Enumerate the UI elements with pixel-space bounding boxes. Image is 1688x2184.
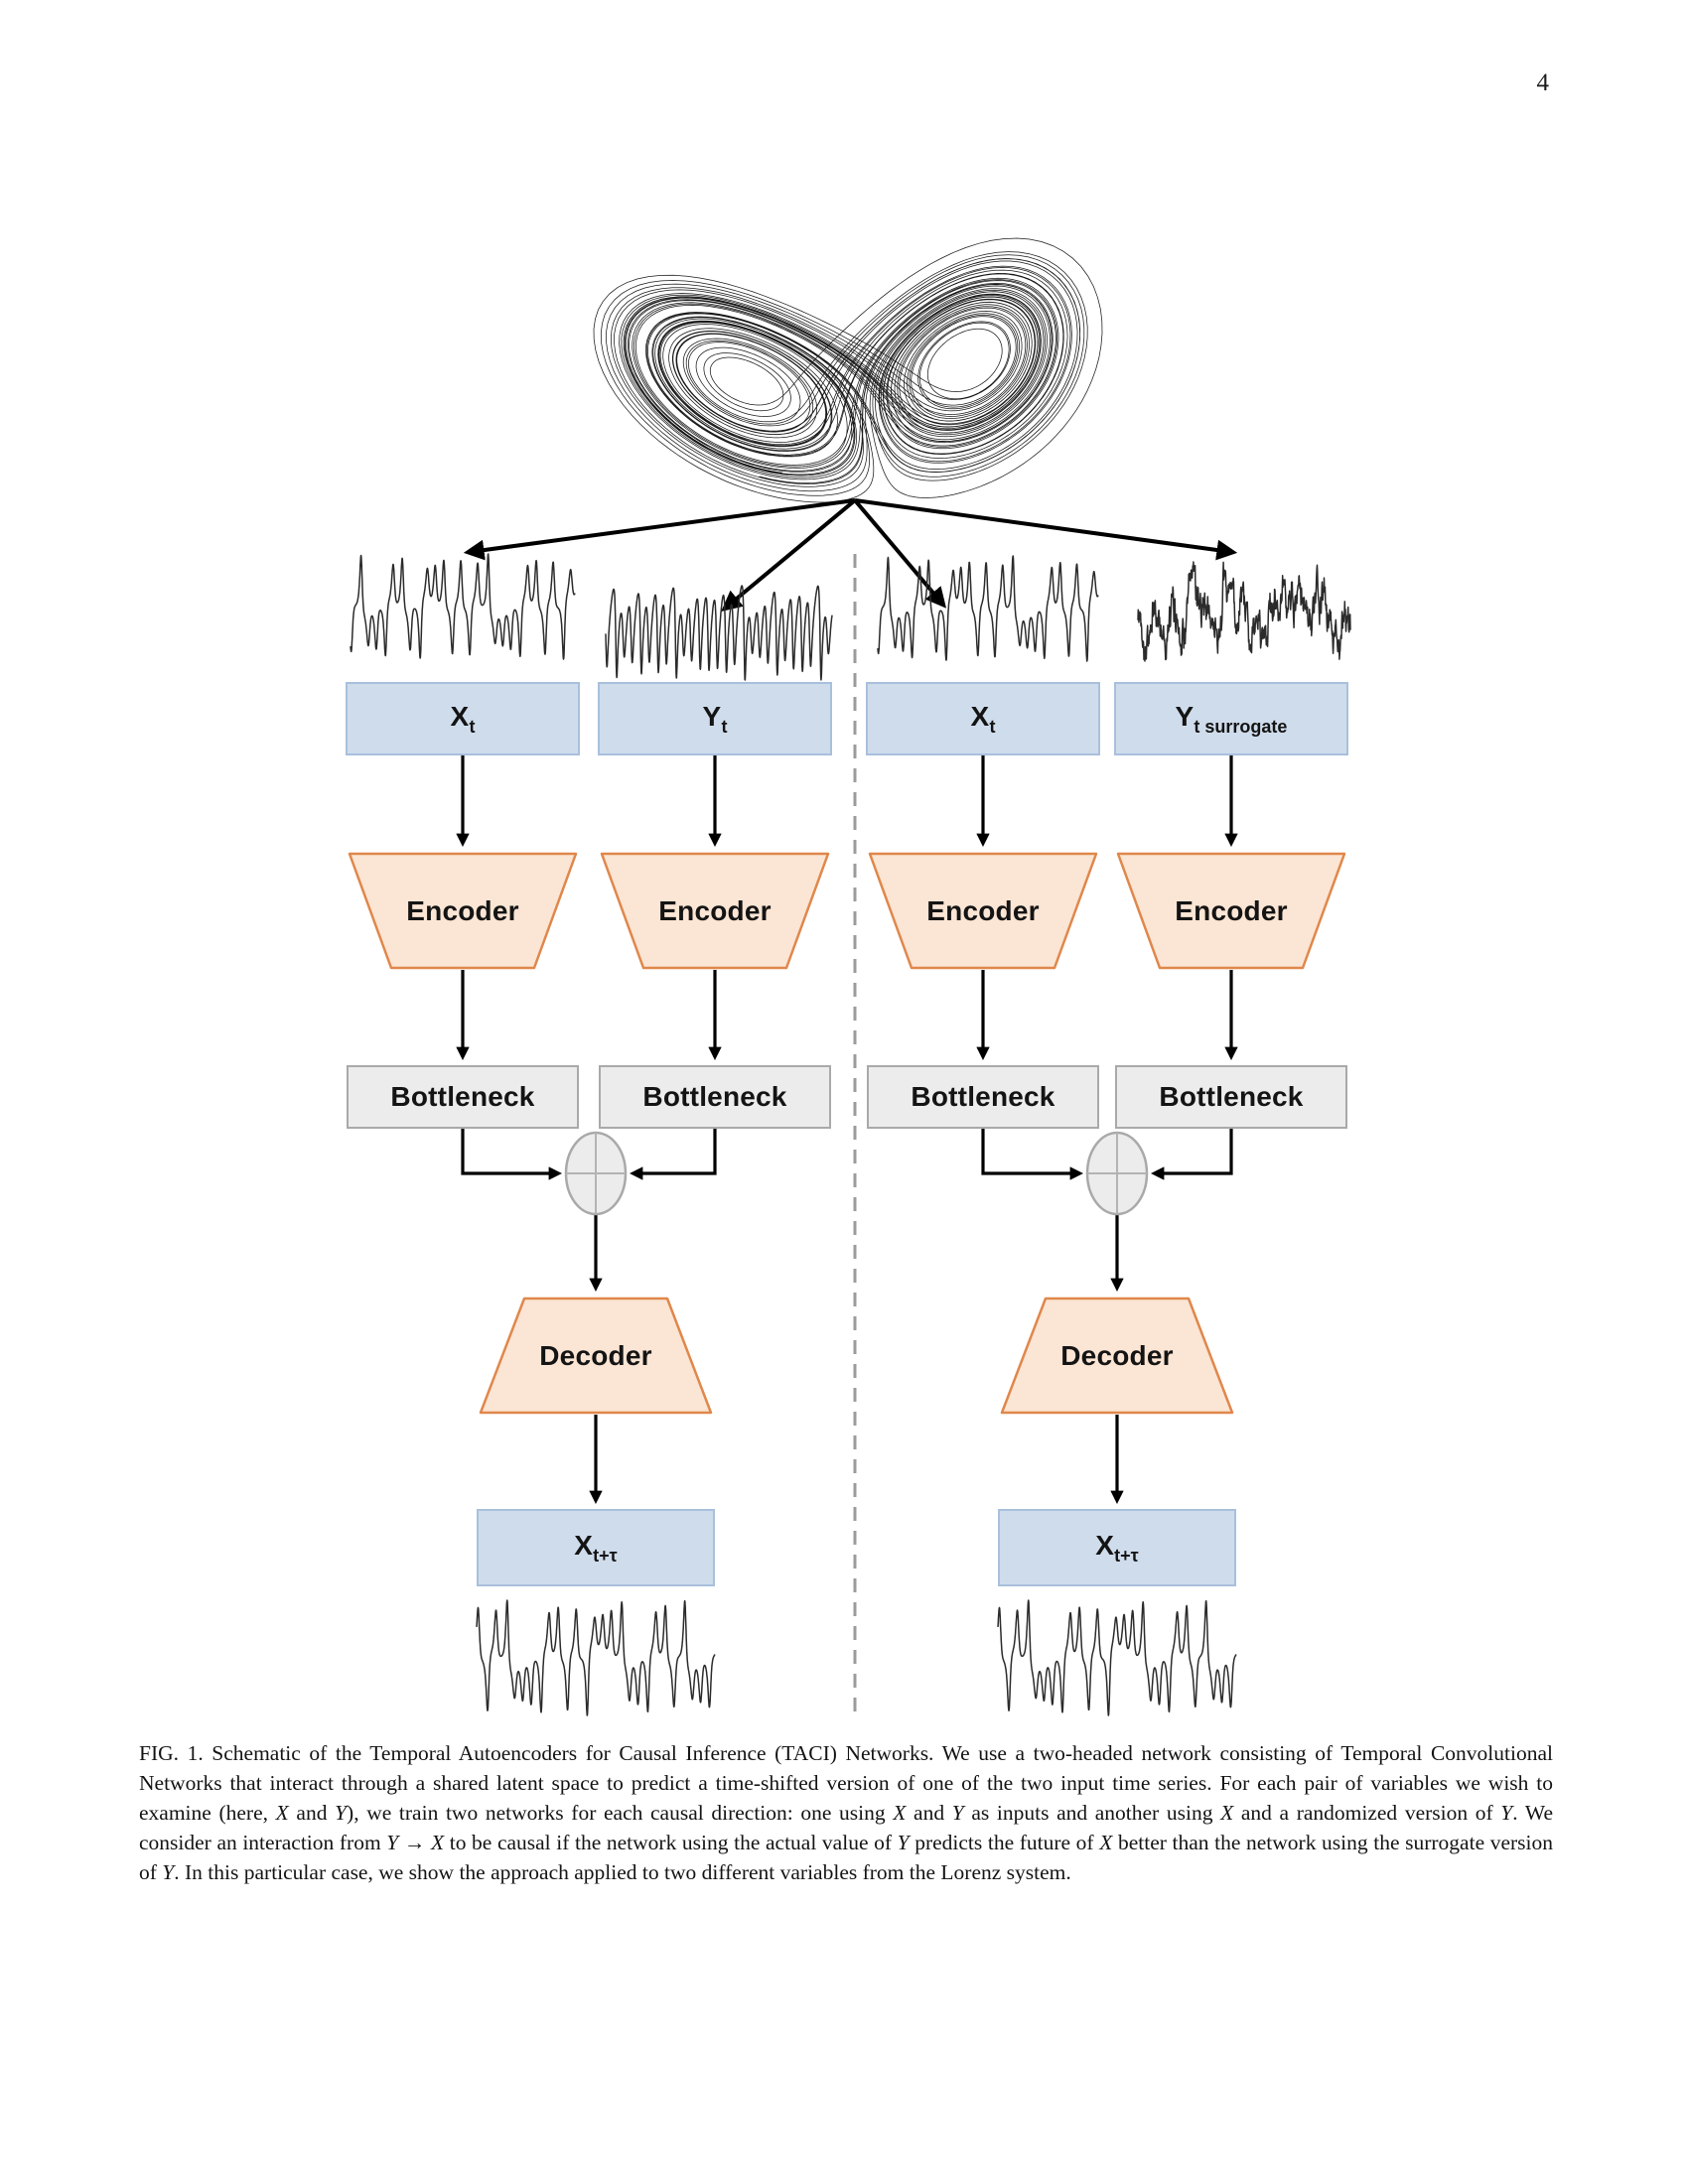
decoder-block: Decoder — [479, 1297, 713, 1415]
bottleneck-label: Bottleneck — [390, 1081, 535, 1112]
encoder-block: Encoder — [1116, 852, 1346, 970]
input-label: Yt — [702, 700, 728, 737]
input-trace-y-surrogate — [1137, 561, 1351, 662]
bottleneck-label: Bottleneck — [642, 1081, 787, 1112]
output-trace-x — [997, 1599, 1237, 1716]
encoder-block: Encoder — [868, 852, 1098, 970]
bottleneck-block: Bottleneck — [347, 1065, 579, 1129]
encoder-label: Encoder — [658, 894, 772, 926]
input-trace-x — [877, 555, 1099, 662]
input-trace-x — [350, 553, 576, 660]
bottleneck-block: Bottleneck — [867, 1065, 1099, 1129]
decoder-label: Decoder — [1060, 1339, 1174, 1371]
input-box-x-t: Xt — [346, 682, 580, 755]
input-box-y-t-surrogate: Yt surrogate — [1114, 682, 1348, 755]
output-box-x-t-tau: Xt+τ — [477, 1509, 715, 1586]
bottleneck-label: Bottleneck — [1159, 1081, 1304, 1112]
output-trace-x — [476, 1599, 716, 1716]
output-label: Xt+τ — [574, 1529, 618, 1566]
encoder-label: Encoder — [1175, 894, 1288, 926]
input-label: Xt — [970, 700, 996, 737]
circle-plus-merge-icon — [1085, 1131, 1149, 1216]
connector-arrows — [456, 755, 1238, 1505]
decoder-label: Decoder — [539, 1339, 652, 1371]
encoder-block: Encoder — [348, 852, 578, 970]
lorenz-attractor-plot — [593, 237, 1103, 503]
decoder-block: Decoder — [1000, 1297, 1234, 1415]
bottleneck-block: Bottleneck — [599, 1065, 831, 1129]
input-box-x-t: Xt — [866, 682, 1100, 755]
bottleneck-block: Bottleneck — [1115, 1065, 1347, 1129]
circle-plus-merge-icon — [564, 1131, 628, 1216]
output-box-x-t-tau: Xt+τ — [998, 1509, 1236, 1586]
page-number: 4 — [1536, 69, 1550, 96]
encoder-block: Encoder — [600, 852, 830, 970]
input-box-y-t: Yt — [598, 682, 832, 755]
output-label: Xt+τ — [1095, 1529, 1139, 1566]
input-trace-y — [605, 585, 833, 681]
encoder-label: Encoder — [406, 894, 519, 926]
bottleneck-label: Bottleneck — [911, 1081, 1055, 1112]
figure-caption-text: FIG. 1. Schematic of the Temporal Autoen… — [139, 1741, 1554, 1884]
input-label: Yt surrogate — [1175, 700, 1288, 737]
figure-caption: FIG. 1. Schematic of the Temporal Autoen… — [139, 1739, 1553, 1887]
fan-arrows — [463, 498, 1238, 612]
input-label: Xt — [450, 700, 476, 737]
encoder-label: Encoder — [926, 894, 1040, 926]
